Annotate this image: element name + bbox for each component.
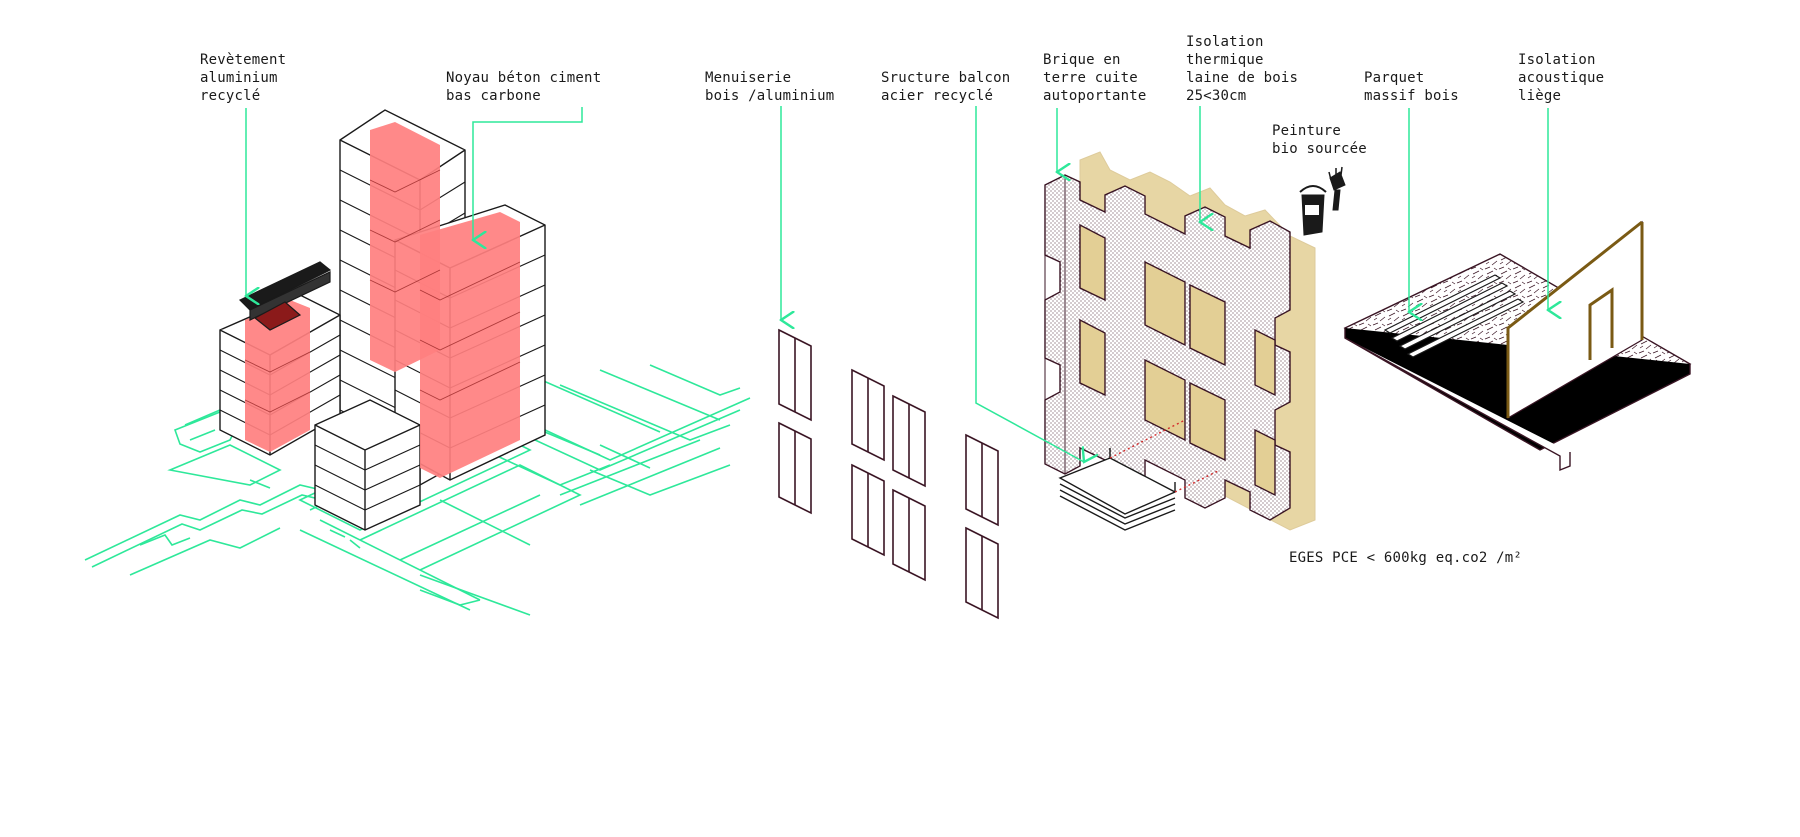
label-noyau: Noyau béton ciment bas carbone [446, 69, 601, 105]
label-parquet: Parquet massif bois [1364, 69, 1459, 105]
label-brique: Brique en terre cuite autoportante [1043, 51, 1147, 105]
label-isolation-acoustique: Isolation acoustique liège [1518, 51, 1604, 105]
label-revetement: Revètement aluminium recyclé [200, 51, 286, 105]
label-eges: EGES PCE < 600kg eq.co2 /m² [1289, 549, 1522, 567]
label-menuiserie: Menuiserie bois /aluminium [705, 69, 834, 105]
label-isolation-thermique: Isolation thermique laine de bois 25<30c… [1186, 33, 1298, 105]
label-structure-balcon: Sructure balcon acier recyclé [881, 69, 1010, 105]
paint-bucket-icon [1300, 167, 1345, 235]
label-peinture: Peinture bio sourcée [1272, 122, 1367, 158]
window-frames [779, 330, 998, 618]
